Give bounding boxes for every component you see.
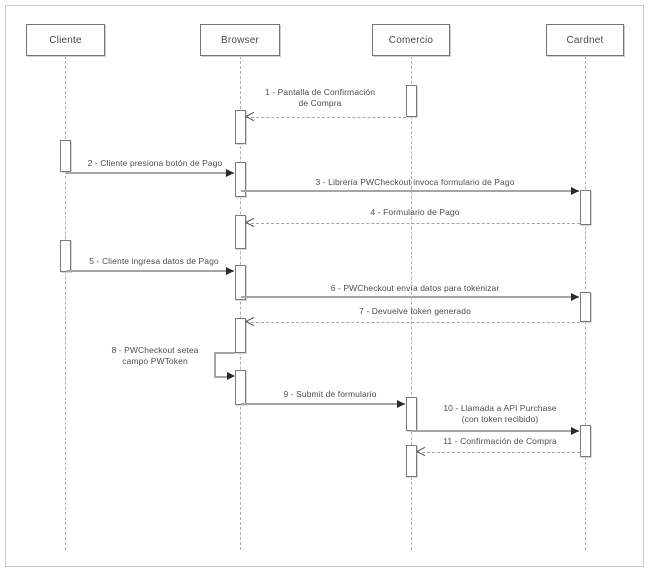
message-11-label: 11 - Confirmación de Compra: [443, 436, 557, 446]
actor-label-cardnet: Cardnet: [566, 34, 604, 46]
message-5-line: [66, 270, 234, 272]
message-6-label: 6 - PWCheckout envía datos para tokeniza…: [330, 283, 500, 293]
message-8-self-bottom: [214, 376, 227, 378]
actor-box-cardnet[interactable]: Cardnet: [546, 24, 624, 56]
actor-label-comercio: Comercio: [388, 34, 434, 46]
actor-box-cliente[interactable]: Cliente: [26, 24, 105, 56]
message-3-arrowhead-icon: [571, 187, 579, 195]
activation-bar-comercio: [406, 85, 417, 117]
message-5-arrowhead-icon: [226, 267, 234, 275]
message-7-line: [246, 322, 580, 323]
message-8-label: 8 - PWCheckout setea campo PWToken: [111, 345, 199, 366]
diagram-frame: [5, 5, 644, 567]
message-2-line: [66, 172, 234, 174]
message-9-label: 9 - Submit de formulario: [283, 389, 377, 399]
message-5-label: 5 - Cliente ingresa datos de Pago: [89, 256, 219, 266]
message-7-label: 7 - Devuelve token generado: [359, 306, 471, 316]
message-1-arrowhead-icon: [246, 112, 255, 121]
activation-bar-browser: [235, 265, 246, 300]
lifeline-comercio: [411, 56, 412, 550]
activation-bar-cardnet: [580, 292, 591, 322]
activation-bar-cliente: [60, 240, 71, 272]
activation-bar-browser: [235, 215, 246, 249]
message-1-line: [246, 117, 406, 118]
message-6-arrowhead-icon: [571, 293, 579, 301]
message-1-label: 1 - Pantalla de Confirmación de Compra: [264, 87, 376, 108]
message-3-line: [241, 190, 579, 192]
activation-bar-cliente: [60, 140, 71, 172]
message-7-arrowhead-icon: [246, 317, 255, 326]
message-4-label: 4 - Formulario de Pago: [370, 207, 460, 217]
message-9-line: [241, 403, 405, 405]
message-10-label: 10 - Llamada a API Purchase (con token r…: [443, 403, 557, 424]
message-6-line: [241, 296, 579, 298]
activation-bar-browser: [235, 110, 246, 144]
actor-label-cliente: Cliente: [49, 34, 82, 46]
activation-bar-cardnet: [580, 425, 591, 457]
activation-bar-cardnet: [580, 190, 591, 225]
message-11-arrowhead-icon: [417, 447, 426, 456]
message-8-arrowhead-icon: [227, 372, 235, 380]
activation-bar-browser: [235, 370, 246, 405]
lifeline-cliente: [65, 56, 66, 550]
message-10-arrowhead-icon: [571, 427, 579, 435]
message-4-arrowhead-icon: [246, 218, 255, 227]
lifeline-browser: [240, 56, 241, 550]
message-8-self-side: [214, 352, 216, 376]
message-8-self-top: [214, 352, 235, 354]
message-10-line: [412, 430, 579, 432]
activation-bar-comercio: [406, 445, 417, 477]
message-9-arrowhead-icon: [397, 400, 405, 408]
message-11-line: [417, 452, 580, 453]
actor-label-browser: Browser: [220, 34, 260, 46]
message-3-label: 3 - Librería PWCheckout invoca formulari…: [315, 177, 515, 187]
message-4-line: [246, 223, 580, 224]
activation-bar-browser: [235, 162, 246, 197]
activation-bar-comercio: [406, 397, 417, 431]
message-2-arrowhead-icon: [226, 169, 234, 177]
actor-box-comercio[interactable]: Comercio: [372, 24, 450, 56]
actor-box-browser[interactable]: Browser: [200, 24, 280, 56]
message-2-label: 2 - Cliente presiona botón de Pago: [87, 158, 223, 168]
activation-bar-browser: [235, 318, 246, 353]
